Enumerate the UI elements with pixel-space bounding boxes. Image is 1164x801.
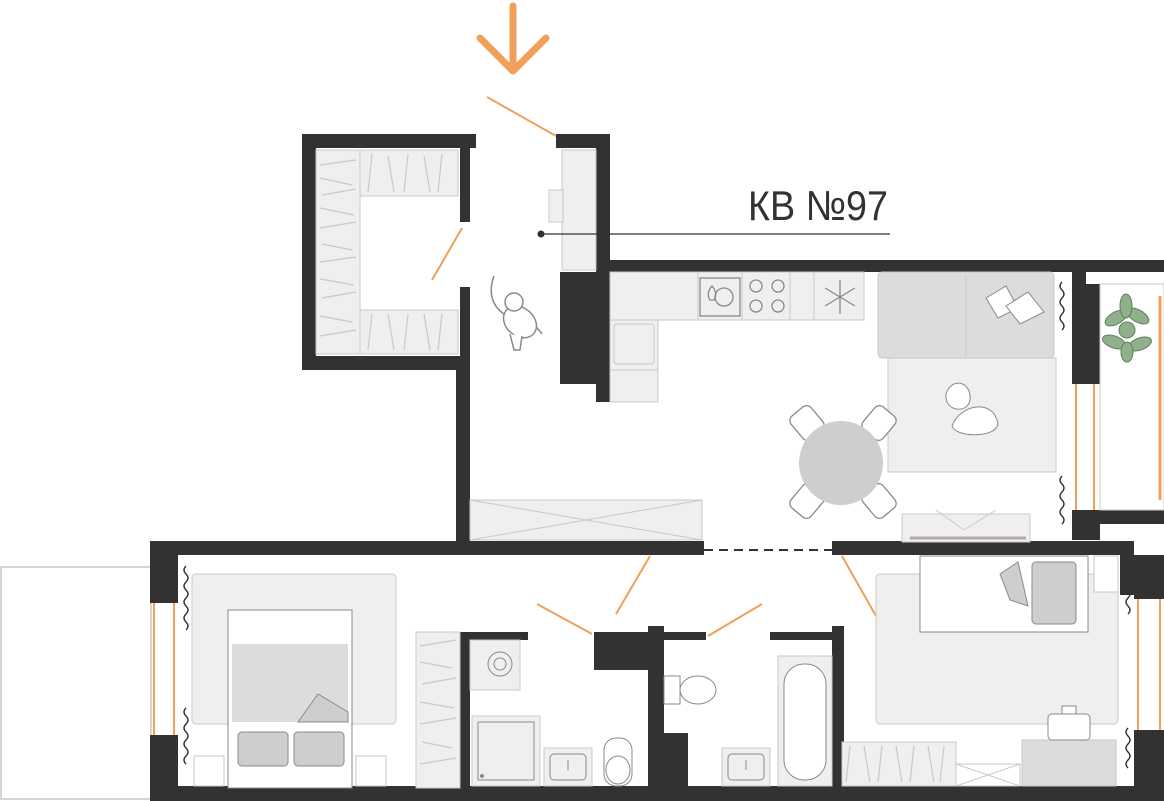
bedroom-left	[191, 573, 397, 789]
apartment-label: КВ №97	[748, 182, 888, 229]
balcony-outline	[0, 566, 152, 800]
cooktop	[749, 279, 785, 313]
sofa	[877, 271, 1057, 473]
curtain	[1059, 281, 1065, 525]
curtain-left	[183, 565, 189, 765]
dishwasher-icon	[699, 277, 741, 317]
person-icon	[490, 275, 543, 351]
snowflake-icon	[824, 280, 856, 314]
entry-cabinet	[548, 149, 597, 271]
bedroom-right	[841, 555, 1119, 787]
plant-icon	[1102, 293, 1152, 363]
dining-set	[789, 404, 897, 520]
wardrobe	[315, 149, 459, 355]
curtain-right	[1125, 565, 1131, 769]
apartment-label-group: КВ №97	[537, 182, 890, 238]
hallway-storage	[469, 499, 703, 541]
door-swings	[431, 96, 877, 637]
bathroom-1	[469, 639, 633, 787]
bathroom-2	[663, 655, 833, 787]
wardrobe-bedroom	[415, 631, 461, 789]
kitchen-counter	[609, 271, 865, 403]
entrance-arrow-icon	[476, 2, 550, 75]
walls	[150, 134, 1164, 801]
tv-unit	[901, 509, 1031, 543]
